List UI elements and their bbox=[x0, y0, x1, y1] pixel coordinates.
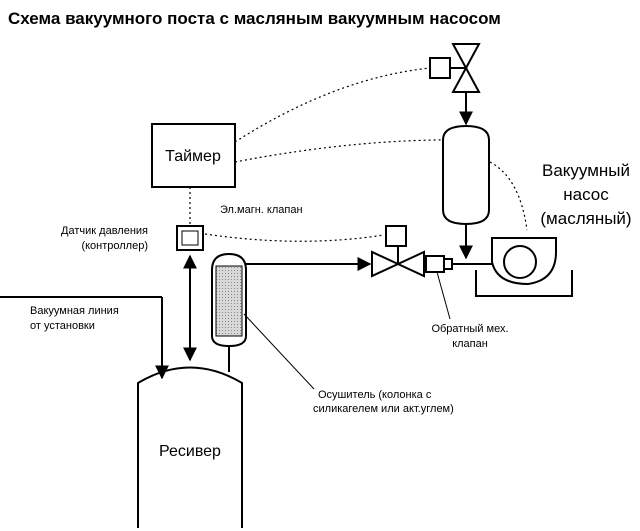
top-valve-lower bbox=[451, 65, 481, 93]
check-valve-cap bbox=[443, 258, 453, 270]
check-valve-label-2: клапан bbox=[452, 338, 488, 350]
top-valve-actuator bbox=[429, 57, 451, 79]
pump-label-3: (масляный) bbox=[540, 209, 631, 228]
timer-top-valve-signal bbox=[234, 67, 431, 143]
timer-tank-signal bbox=[234, 139, 469, 163]
pressure-sensor-label-1: Датчик давления bbox=[61, 225, 148, 237]
dryer-label-1: Осушитель (колонка с bbox=[318, 389, 432, 401]
pump-base bbox=[475, 270, 573, 297]
check-valve-leader bbox=[436, 271, 451, 320]
vacuum-line-label-1: Вакуумная линия bbox=[30, 305, 119, 317]
timer-label: Таймер bbox=[165, 148, 221, 165]
solenoid-valve-left bbox=[371, 250, 401, 278]
pressure-sensor-box bbox=[176, 225, 204, 251]
vacuum-line-label-2: от установки bbox=[30, 320, 95, 332]
timer-box bbox=[151, 123, 236, 188]
sensor-solenoid-signal bbox=[204, 233, 385, 242]
solenoid-valve-label: Эл.магн. клапан bbox=[220, 204, 303, 216]
check-valve-body bbox=[425, 255, 445, 273]
solenoid-actuator bbox=[385, 225, 407, 247]
dryer-leader-line bbox=[243, 313, 315, 390]
pump-rotor bbox=[503, 245, 537, 279]
check-valve-label-1: Обратный мех. bbox=[431, 323, 508, 335]
solenoid-valve-right bbox=[395, 250, 425, 278]
pressure-sensor-label-2: (контроллер) bbox=[81, 240, 148, 252]
top-valve-upper bbox=[451, 43, 481, 71]
pressure-sensor-inner bbox=[181, 230, 199, 246]
receiver-label: Ресивер bbox=[159, 443, 221, 460]
separator-tank bbox=[442, 124, 490, 226]
receiver-tank bbox=[137, 366, 243, 528]
diagram-title: Схема вакуумного поста с масляным вакуум… bbox=[8, 9, 501, 28]
pump-label-1: Вакуумный bbox=[542, 161, 630, 180]
dryer-silica-fill bbox=[215, 265, 243, 337]
tank-pump-signal bbox=[489, 161, 528, 231]
dryer-label-2: силикагелем или акт.углем) bbox=[313, 403, 454, 415]
pump-label-2: насос bbox=[563, 185, 609, 204]
